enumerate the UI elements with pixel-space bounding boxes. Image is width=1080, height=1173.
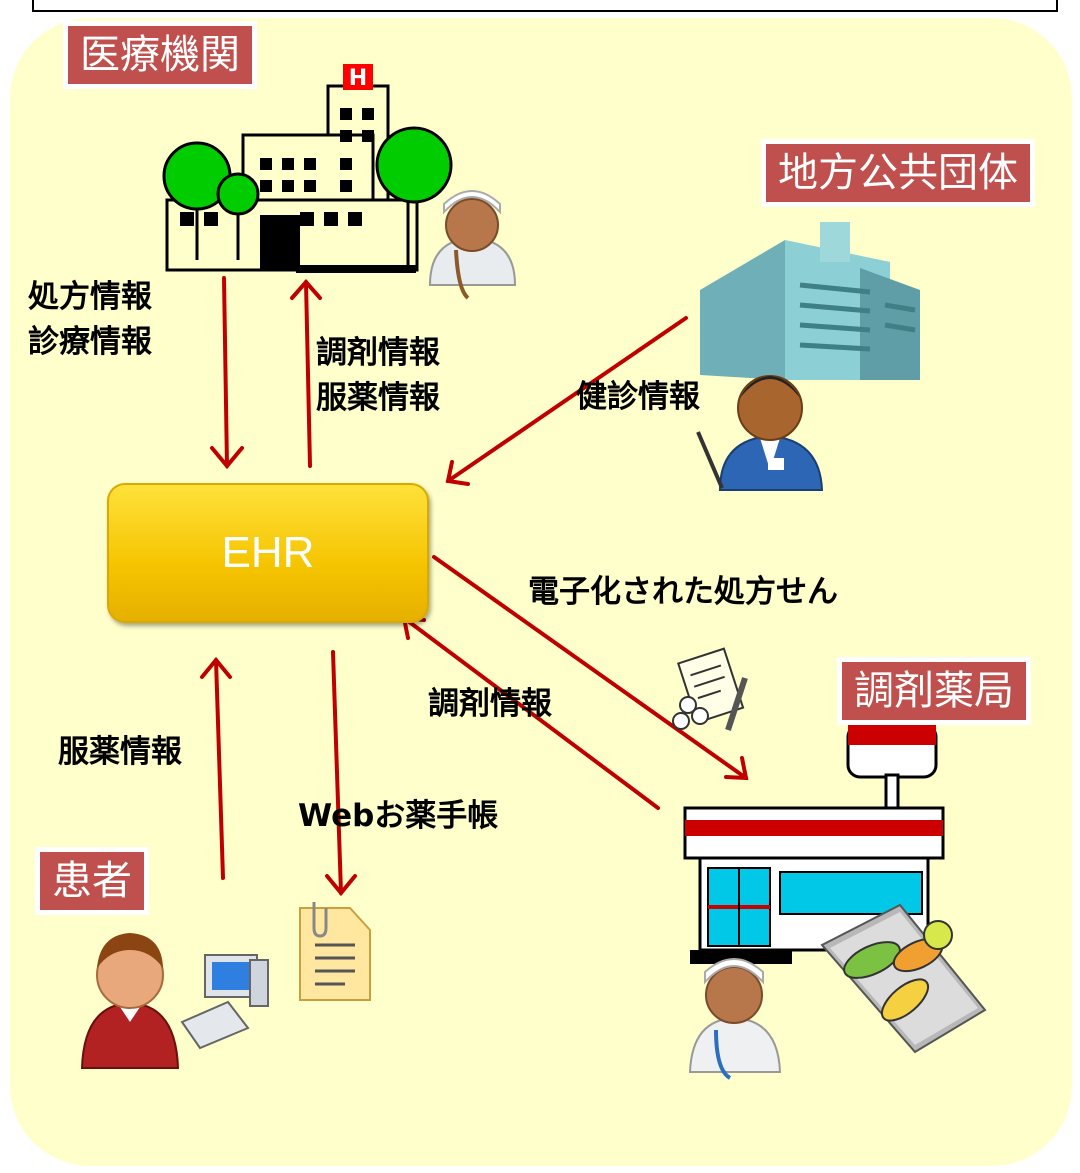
arrow-patient-to-ehr [200,656,232,880]
label-pharmacy-to-ehr: 調剤情報 [428,686,552,722]
label-ehr-to-patient: Webお薬手帳 [298,798,499,834]
tag-pharmacy: 調剤薬局 [842,662,1026,720]
label-hospital-to-ehr: 処方情報 診療情報 [28,279,152,360]
label-patient-to-ehr: 服薬情報 [58,734,182,770]
ehr-box: EHR [107,483,429,623]
arrow-hospital-to-ehr [210,276,244,470]
arrow-ehr-to-pharmacy [432,555,749,781]
arrow-gov-to-ehr [445,316,688,486]
top-frame [32,0,1058,12]
label-ehr-to-pharmacy: 電子化された処方せん [528,574,838,610]
tag-local-government: 地方公共団体 [766,144,1030,202]
label-gov-to-ehr: 健診情報 [576,379,700,415]
arrow-ehr-to-patient [325,650,357,897]
ehr-label: EHR [221,528,315,577]
tag-hospital: 医療機関 [68,26,252,84]
arrow-ehr-to-hospital [290,278,322,468]
svg-text:H: H [349,66,367,91]
tag-patient: 患者 [40,852,144,910]
label-ehr-to-hospital: 調剤情報 服薬情報 [316,335,440,416]
